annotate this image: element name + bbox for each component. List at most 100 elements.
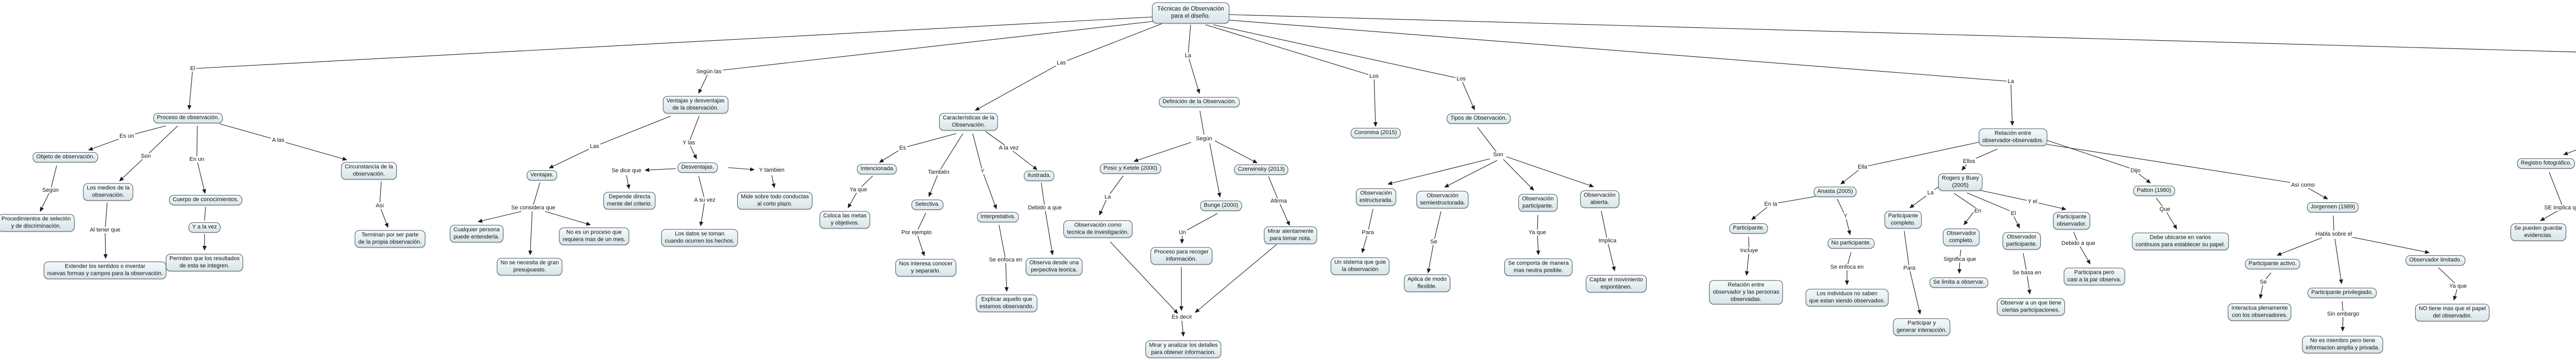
concept-no-participante[interactable]: No participante.	[1827, 238, 1875, 249]
link-label-asi[interactable]: Asi	[375, 203, 385, 209]
concept-datos-se-toman[interactable]: Los datos se toman cuando ocurren los he…	[661, 229, 738, 246]
link-label-ya-que[interactable]: Ya que	[848, 187, 869, 193]
link-label-sin-embargo[interactable]: Sin embargo	[2326, 311, 2361, 317]
concept-participar-generar-interaccion[interactable]: Participar y generar interacción.	[1893, 318, 1951, 336]
concept-no-proceso-mas-de-un-mes[interactable]: No es un proceso que requiera mas de un …	[559, 227, 629, 245]
concept-cualquier-persona[interactable]: Cualquier persona puede entenderla.	[450, 225, 503, 242]
link-label-se-implica-que[interactable]: SE implica que	[2543, 205, 2576, 211]
concept-depende-del-criterio[interactable]: Depende directa mente del criterio.	[603, 192, 656, 209]
concept-observador-limitado[interactable]: Observador limitado.	[2405, 255, 2465, 266]
concept-mide-conductas[interactable]: Mide sobre todo conductas al corto plazo…	[737, 192, 813, 209]
link-label-para[interactable]: Para	[1361, 229, 1375, 236]
link-label-se-basa-en[interactable]: Se basa en	[2011, 270, 2042, 276]
concept-observacion-participante[interactable]: Observación participante.	[1518, 194, 1557, 211]
concept-explicar-aquello[interactable]: Explicar aquello que estamos observando.	[976, 294, 1038, 312]
link-label-las[interactable]: Las	[589, 143, 600, 150]
link-label-es-decir[interactable]: Es decir	[1171, 314, 1193, 320]
link-label-en[interactable]: En	[1973, 208, 1982, 214]
link-label-los-coromina[interactable]: Los	[1368, 73, 1380, 79]
concept-proceso-de-observacion[interactable]: Proceso de observación.	[153, 113, 223, 123]
link-label-incluye[interactable]: Incluye	[1739, 248, 1759, 254]
link-label-son-tipos[interactable]: Son	[1492, 152, 1504, 158]
concept-czerwinsky[interactable]: Czerwinsky (2013)	[1234, 164, 1289, 175]
concept-observar-ciertas-participaciones[interactable]: Observar a un que tiene ciertas particip…	[1996, 298, 2065, 316]
link-label-significa-que[interactable]: Significa que	[1942, 256, 1977, 262]
concept-se-comporta-neutra[interactable]: Se comporta de manera mas neutra posible…	[1504, 258, 1573, 276]
concept-no-es-miembro[interactable]: No es miembro pero tiene informacion amp…	[2302, 336, 2383, 353]
concept-permiten-resultados[interactable]: Permiten que los resultados de esta se i…	[165, 254, 244, 271]
concept-se-limita-a-observar[interactable]: Se limita a observar.	[1929, 277, 1988, 288]
concept-cuerpo-conocimientos[interactable]: Cuerpo de conocimientos.	[169, 195, 242, 205]
link-label-ya-que-limitado[interactable]: Ya que	[2448, 283, 2468, 289]
link-label-son[interactable]: Son	[140, 153, 152, 159]
link-label-se-dice-que[interactable]: Se dice que	[610, 168, 643, 174]
concept-no-necesita-presupuesto[interactable]: No se necesita de gran presupuesto.	[497, 258, 563, 275]
concept-captar-movimiento[interactable]: Captar el movimiento espontáneo.	[1586, 275, 1647, 292]
concept-desventajas[interactable]: Desventajas.	[677, 162, 718, 173]
concept-ventajas-desventajas[interactable]: Ventajas y desventajas de la observación…	[663, 96, 728, 113]
concept-coloca-metas[interactable]: Coloca las metas y objetivos.	[819, 211, 871, 228]
link-label-a-la-vez[interactable]: A la vez	[997, 145, 1020, 151]
concept-proceso-recoger-informacion[interactable]: Proceso para recoger información.	[1150, 247, 1212, 265]
concept-debe-ubicarse-continuos[interactable]: Debe ubicarse en varios continuos para e…	[2132, 233, 2229, 250]
link-label-que[interactable]: Que	[2158, 206, 2172, 212]
link-label-segun[interactable]: Según	[41, 187, 60, 193]
link-label-la-rogers[interactable]: La	[1926, 190, 1935, 196]
concept-definicion-observacion[interactable]: Definición de la Observación.	[1159, 97, 1240, 107]
concept-mirar-atentamente[interactable]: Mirar atentamente para tomar nota.	[1264, 226, 1317, 244]
link-label-tambien[interactable]: También	[927, 169, 951, 175]
link-label-es-un[interactable]: Es un	[118, 133, 135, 139]
concept-aplica-modo-flexible[interactable]: Aplica de modo flexible.	[1404, 274, 1450, 292]
link-label-y-tambien[interactable]: Y tambien	[758, 167, 786, 173]
concept-coromina[interactable]: Coromina (2015)	[1350, 128, 1401, 138]
concept-observacion-semiestructurada[interactable]: Observación semiestructurada.	[1416, 191, 1469, 208]
concept-patton[interactable]: Patton (1980)	[2133, 186, 2175, 196]
link-label-a-su-vez[interactable]: A su vez	[693, 197, 717, 203]
link-label-y-las[interactable]: Y las	[681, 140, 697, 146]
concept-observacion-estructurada[interactable]: Observación estructurada.	[1355, 188, 1397, 206]
link-label-por-ejemplo[interactable]: Por ejemplo	[900, 229, 933, 236]
link-label-se-enfoca-en-2[interactable]: Se enfoca en	[1829, 264, 1865, 270]
concept-relacion-observador-observados[interactable]: Relación entre observador-observados.	[1978, 128, 2047, 146]
link-label-el-observador[interactable]: El	[2010, 210, 2017, 217]
link-label-la-posic[interactable]: La	[1103, 194, 1112, 200]
concept-tipos-de-observacion[interactable]: Tipos de Observación.	[1447, 113, 1511, 124]
concept-observador-completo[interactable]: Observador completo.	[1943, 228, 1980, 246]
link-label-debido-a-que-2[interactable]: Debido a que	[2060, 240, 2096, 246]
link-label-y-anasta[interactable]: Y	[1842, 213, 1849, 219]
concept-observa-perspectiva-teorica[interactable]: Observa desde una perpectiva teorica.	[1025, 258, 1083, 275]
concept-participante-completo[interactable]: Participante completo.	[1884, 211, 1922, 228]
link-label-debido-a-que[interactable]: Debido a que	[1027, 205, 1063, 211]
concept-extender-sentidos[interactable]: Extender los sentidos o inventar nuevas …	[43, 261, 167, 279]
link-label-las-caracteristicas[interactable]: Las	[1056, 60, 1067, 66]
link-label-se-enfoca-en[interactable]: Se enfoca en	[988, 257, 1024, 263]
link-label-los-tipos[interactable]: Los	[1455, 76, 1467, 82]
link-label-la-definicion[interactable]: La	[1183, 53, 1193, 59]
concept-interpretativa[interactable]: Interpretativa.	[977, 212, 1019, 222]
link-label-implica[interactable]: Implica	[1597, 238, 1618, 244]
link-label-para-participar[interactable]: Para	[1902, 265, 1917, 271]
link-label-la-relacion[interactable]: La	[2006, 78, 2015, 85]
concept-ilustrada[interactable]: Ilustrada.	[1024, 171, 1055, 181]
concept-individuos-no-saben[interactable]: Los individuos no saben que estan siendo…	[1805, 289, 1889, 306]
concept-posic-y-ketele[interactable]: Posic y Ketele (2000)	[1099, 163, 1161, 174]
concept-no-tiene-mas-papel[interactable]: NO tiene mas que el papel del observador…	[2415, 304, 2490, 321]
concept-participante-privilegiado[interactable]: Participante privilegiado.	[2308, 288, 2377, 298]
link-label-se-activo[interactable]: Se	[2259, 279, 2268, 285]
concept-participante-observador[interactable]: Participante observador.	[2053, 212, 2091, 229]
link-label-segun-las[interactable]: Según las	[695, 69, 723, 75]
concept-interactua-plenamente[interactable]: Interactua plenamente con los observador…	[2228, 303, 2292, 321]
concept-nos-interesa-conocer[interactable]: Nos interesa conocer y separarlo.	[895, 259, 956, 276]
link-label-segun-definicion[interactable]: Según	[1195, 136, 1213, 142]
link-label-y[interactable]: Y	[979, 168, 986, 174]
concept-procedimientos-seleccion[interactable]: Procedimientos de seleción y de discrimi…	[0, 214, 75, 232]
link-label-ya-que-participante[interactable]: Ya que	[1527, 229, 1548, 236]
concept-rogers-y-buey[interactable]: Rogers y Buey (2005)	[1938, 173, 1983, 191]
concept-relacion-entre-personas[interactable]: Relación entre observador y las personas…	[1709, 280, 1783, 305]
concept-y-a-la-vez[interactable]: Y a la vez	[188, 222, 221, 233]
concept-sistema-guie-observacion[interactable]: Un sistema que guie la observación	[1330, 257, 1390, 275]
link-label-un[interactable]: Un	[1177, 229, 1188, 236]
concept-guardar-evidencias[interactable]: Se pueden guardar evidencias.	[2510, 223, 2567, 241]
concept-terminan-por-ser-parte[interactable]: Terminan por ser parte de la propia obse…	[354, 230, 426, 248]
concept-registro-fotografico[interactable]: Registro fotográfico.	[2517, 158, 2575, 169]
